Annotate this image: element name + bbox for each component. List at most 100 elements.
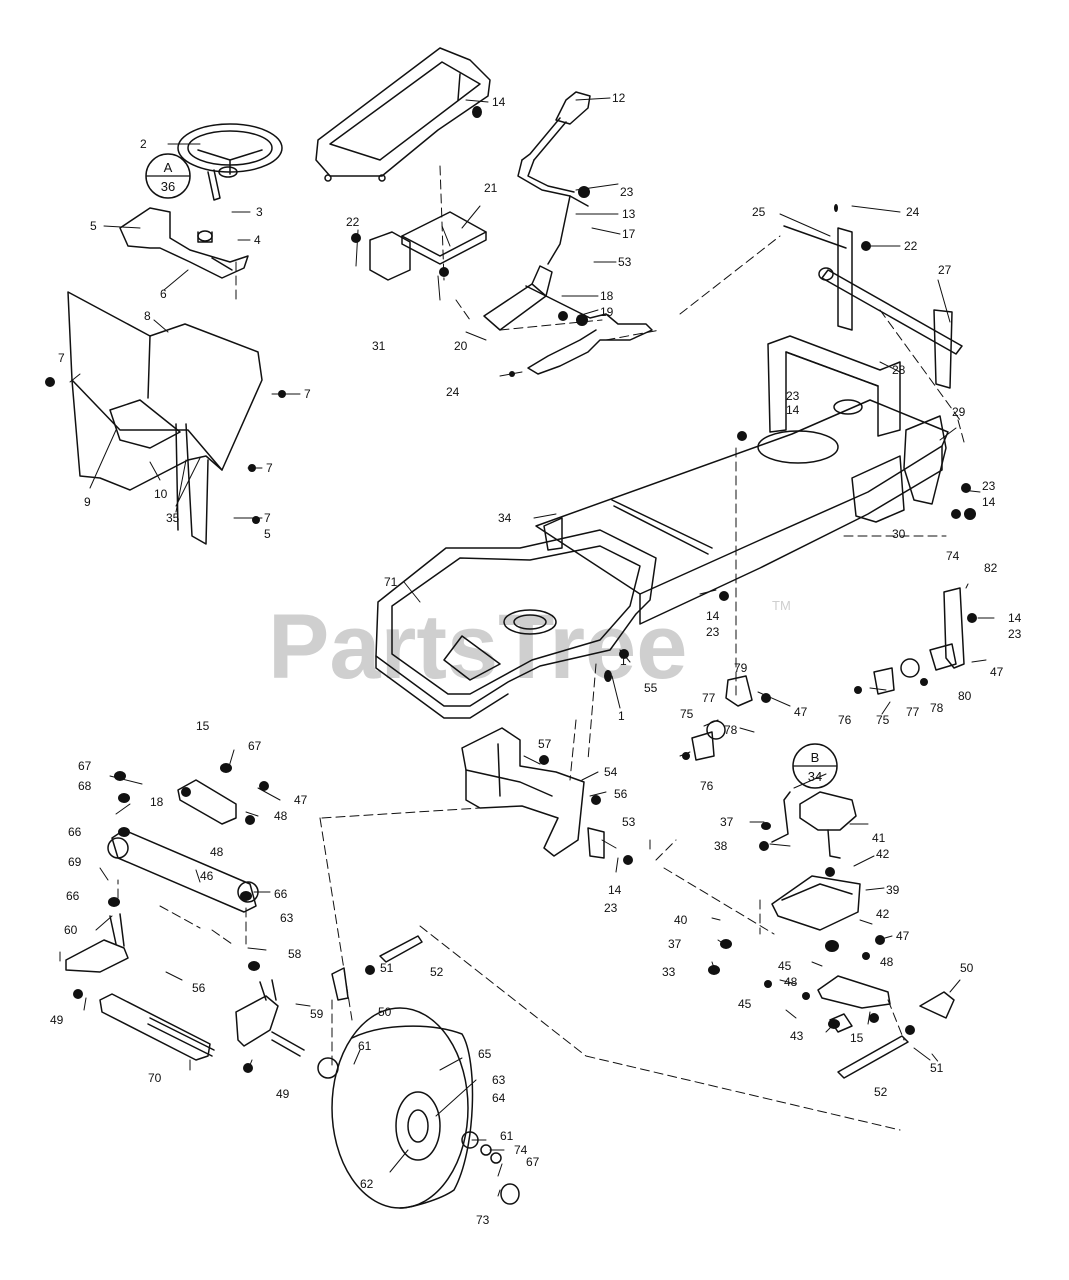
- callout-label: 46: [200, 869, 214, 883]
- callout-label: 18: [150, 795, 164, 809]
- callout-label: 24: [906, 205, 920, 219]
- callout-label: 3: [256, 205, 263, 219]
- callout-label: 74: [946, 549, 960, 563]
- callout-label: 66: [274, 887, 288, 901]
- steering-gear: [771, 875, 861, 931]
- callout-label: 34: [498, 511, 512, 525]
- callout-label: 31: [372, 339, 386, 353]
- callout-label: 14: [706, 609, 720, 623]
- callout-label: 14: [608, 883, 622, 897]
- callout-label: 35: [166, 511, 180, 525]
- callout-label: 38: [714, 839, 728, 853]
- callout-label: 55: [644, 681, 658, 695]
- callout-label: 57: [538, 737, 552, 751]
- callout-label: 76: [838, 713, 852, 727]
- bracket-63: [587, 827, 605, 859]
- main-frame: [535, 335, 949, 625]
- tie-rod: [99, 993, 211, 1061]
- callout-label: 17: [622, 227, 636, 241]
- callout-label: 45: [738, 997, 752, 1011]
- callout-label: 80: [958, 689, 972, 703]
- callout-label: 37: [720, 815, 734, 829]
- steering-pin: [771, 791, 791, 843]
- callout-label: 47: [794, 705, 808, 719]
- spindle-left: [65, 939, 129, 973]
- callout-label: 7: [304, 387, 311, 401]
- callout-label: 49: [276, 1087, 290, 1101]
- callout-label: 1: [620, 654, 627, 668]
- callout-label: 6: [160, 287, 167, 301]
- callout-label: 8: [144, 309, 151, 323]
- callout-label: 39: [886, 883, 900, 897]
- callout-label: 77: [906, 705, 920, 719]
- callout-label: 66: [66, 889, 80, 903]
- callout-label: 73: [476, 1213, 490, 1227]
- lift-lever: [483, 91, 591, 331]
- callout-label: 66: [68, 825, 82, 839]
- spindle-right: [235, 995, 279, 1047]
- steering-plate: [799, 791, 857, 831]
- callout-label: 5: [264, 527, 271, 541]
- seat-switch: [369, 231, 411, 281]
- callout-label: 75: [680, 707, 694, 721]
- callout-label: 51: [930, 1061, 944, 1075]
- seat-mount-plate: [401, 211, 487, 257]
- callout-label: 15: [850, 1031, 864, 1045]
- front-axle: [107, 829, 259, 913]
- callout-label: 13: [622, 207, 636, 221]
- callout-label: 47: [990, 665, 1004, 679]
- callout-label: 45: [778, 959, 792, 973]
- callout-label: 52: [874, 1085, 888, 1099]
- callout-label: 22: [904, 239, 918, 253]
- callout-label: 23: [982, 479, 996, 493]
- rod-52-right: [837, 1035, 909, 1079]
- seat-pan: [315, 47, 491, 182]
- callout-labels: 1 2 3 4 5 6 8 9 10 35 7 7 7 7 5 12 13 14…: [50, 91, 1022, 1227]
- callout-label: 2: [140, 137, 147, 151]
- callout-label: 82: [984, 561, 998, 575]
- callout-label: 67: [526, 1155, 540, 1169]
- callout-label: 51: [380, 961, 394, 975]
- callout-label: 63: [492, 1073, 506, 1087]
- callout-label: 20: [454, 339, 468, 353]
- callout-label: 4: [254, 233, 261, 247]
- callout-label: 63: [280, 911, 294, 925]
- front-wheel: [331, 1007, 474, 1209]
- callout-label: 60: [64, 923, 78, 937]
- callout-label: 23: [1008, 627, 1022, 641]
- callout-label: 65: [478, 1047, 492, 1061]
- callout-label: 18: [600, 289, 614, 303]
- reference-circle-b-page: 34: [808, 769, 822, 784]
- ball-joint-right: [919, 991, 955, 1019]
- drag-link-plate: [817, 975, 891, 1009]
- callout-label: 5: [90, 219, 97, 233]
- callout-label: 40: [674, 913, 688, 927]
- callout-label: 27: [938, 263, 952, 277]
- callout-label: 75: [876, 713, 890, 727]
- callout-label: 37: [668, 937, 682, 951]
- callout-label: 29: [952, 405, 966, 419]
- reference-circle-a: A 36: [145, 153, 191, 199]
- callout-label: 76: [700, 779, 714, 793]
- callout-label: 14: [492, 95, 506, 109]
- pad-75: [691, 731, 715, 761]
- bushing: [197, 230, 213, 242]
- callout-label: 33: [662, 965, 676, 979]
- steering-wheel: [177, 123, 283, 178]
- callout-label: 61: [358, 1039, 372, 1053]
- callout-label: 14: [1008, 611, 1022, 625]
- steering-shaft-sleeve: [207, 169, 221, 201]
- side-bracket-right: [943, 587, 965, 669]
- callout-label: 70: [148, 1071, 162, 1085]
- steering-support-bracket: [119, 207, 249, 279]
- axle-support-bracket: [461, 727, 585, 857]
- callout-label: 52: [430, 965, 444, 979]
- callout-label: 67: [248, 739, 262, 753]
- callout-label: 43: [790, 1029, 804, 1043]
- pad-75-right: [873, 667, 895, 695]
- callout-label: 14: [786, 403, 800, 417]
- assembly-lines: [59, 165, 969, 1131]
- rod-52-left: [379, 935, 423, 963]
- callout-label: 24: [446, 385, 460, 399]
